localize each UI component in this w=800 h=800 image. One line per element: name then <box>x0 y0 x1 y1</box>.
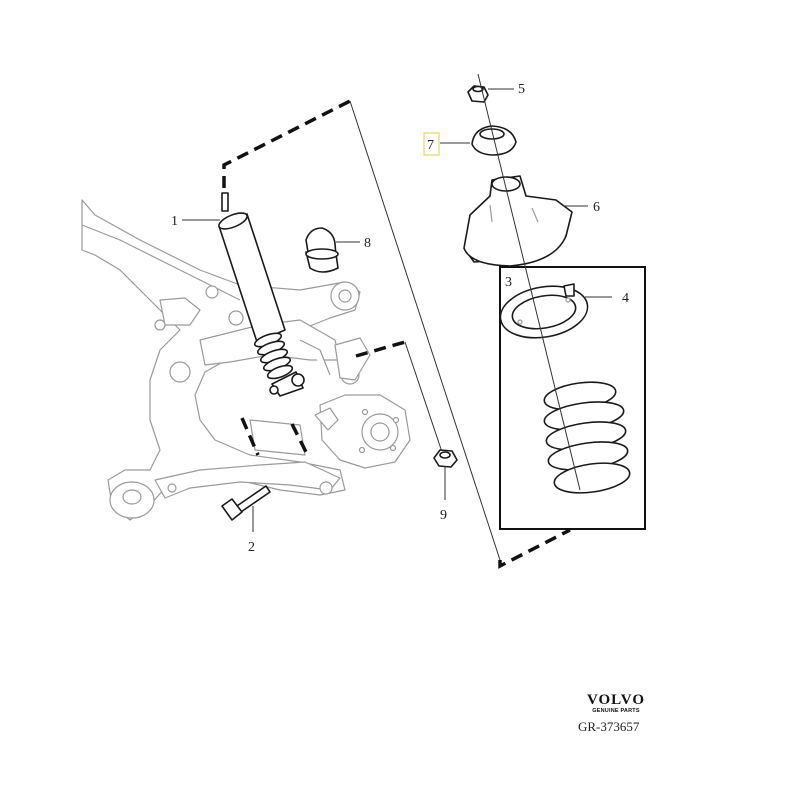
callout-2: 2 <box>248 540 255 555</box>
shock-bellows <box>253 332 294 380</box>
callout-7-highlight <box>423 132 440 156</box>
brand-name: VOLVO <box>586 692 646 708</box>
callout-1: 1 <box>171 214 178 229</box>
shock-absorber <box>218 192 305 397</box>
drawing-reference-number: GR-373657 <box>578 719 640 734</box>
volvo-logo: VOLVO GENUINE PARTS <box>580 692 652 715</box>
nut-lower <box>433 449 458 468</box>
callout-9: 9 <box>440 508 447 523</box>
top-mount <box>463 175 573 267</box>
rubber-bushing <box>471 125 517 156</box>
nut-top <box>467 85 489 103</box>
brand-subtitle: GENUINE PARTS <box>592 708 640 714</box>
leader-lines <box>182 88 612 532</box>
subframe-background <box>81 199 411 521</box>
group-dashed-outline <box>222 99 571 569</box>
callout-5: 5 <box>518 82 525 97</box>
callout-4: 4 <box>622 291 629 306</box>
callout-3: 3 <box>505 275 512 290</box>
spring-set-box <box>499 266 646 530</box>
coil-spring <box>543 381 631 494</box>
bump-stop <box>305 227 339 273</box>
strut-centerline <box>477 73 581 491</box>
callout-6: 6 <box>593 200 600 215</box>
bolt <box>221 485 271 521</box>
spring-seat-ring <box>499 283 589 339</box>
callout-7: 7 <box>427 138 434 153</box>
callout-8: 8 <box>364 236 371 251</box>
